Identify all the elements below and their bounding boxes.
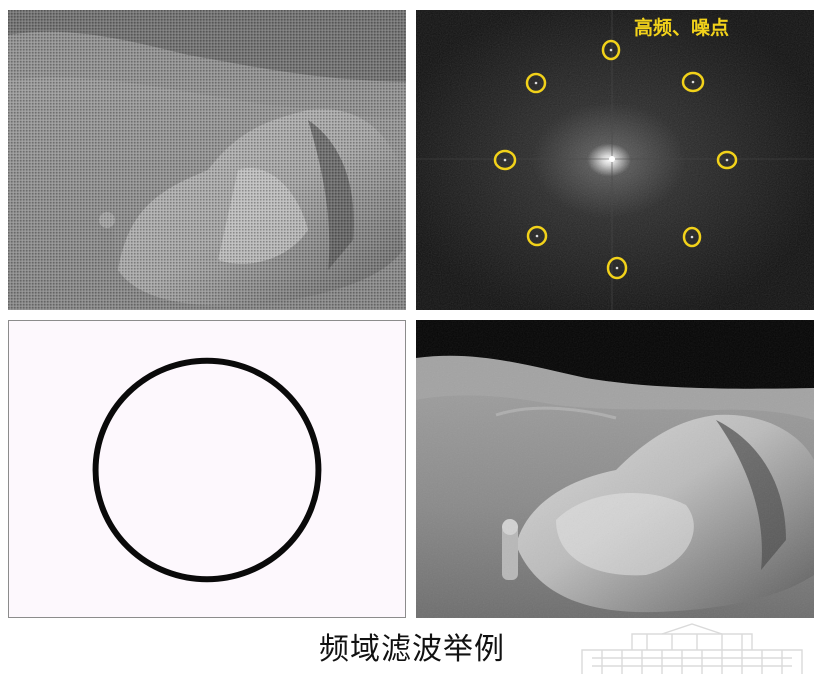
frequency-spectrum-image: 高频、噪点 (416, 10, 814, 310)
band-reject-filter-mask (8, 320, 406, 618)
filtered-moon-image (416, 320, 814, 618)
annotation-note: 高频、噪点 (634, 16, 729, 39)
noise-peak-markers (493, 39, 738, 280)
filter-ring (92, 357, 322, 583)
figure-caption: 频域滤波举例 (319, 632, 505, 667)
noisy-moon-image (8, 10, 406, 310)
building-watermark (572, 620, 812, 674)
